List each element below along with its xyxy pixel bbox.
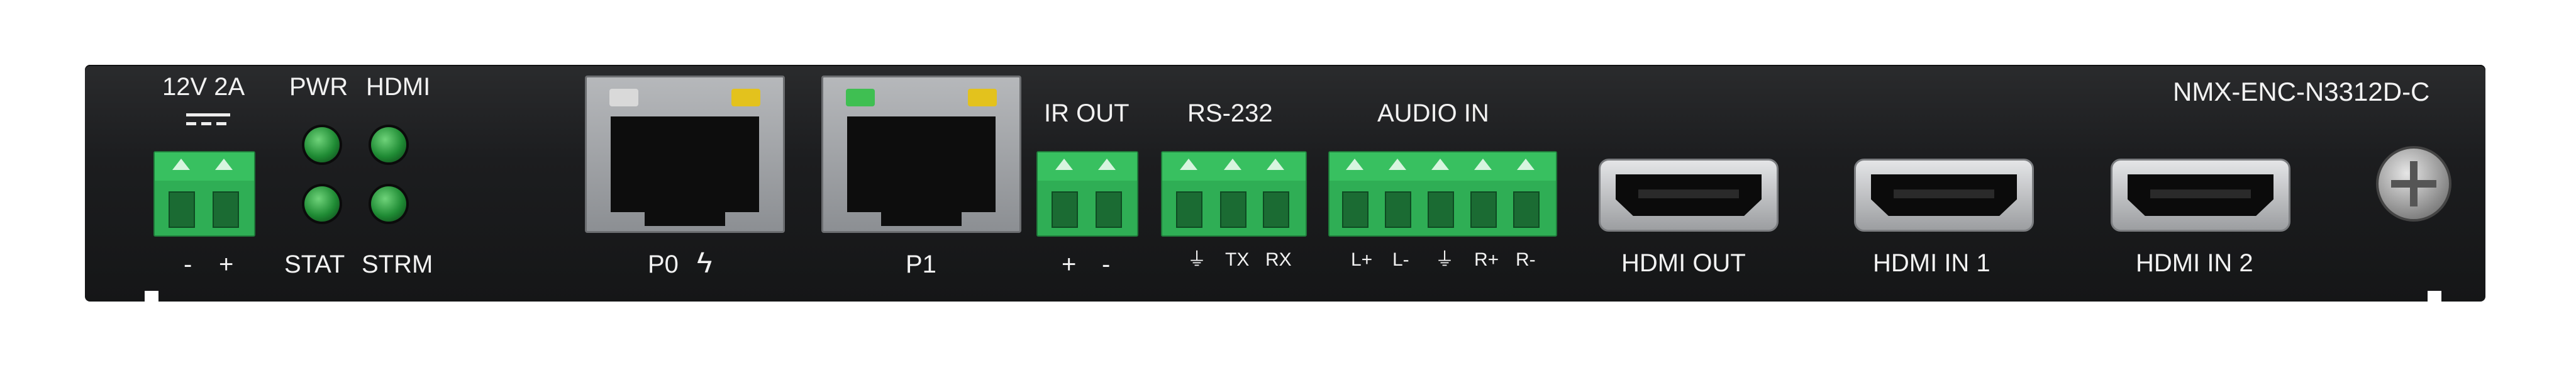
rs232-rx-label: RX: [1265, 249, 1292, 270]
p1-label: P1: [906, 251, 936, 278]
dc-symbol-dash: [186, 122, 230, 125]
p1-ethernet-port[interactable]: [821, 76, 1021, 233]
hdmi-in-2-label: HDMI IN 2: [2136, 249, 2253, 277]
audio-rminus-label: R-: [1516, 249, 1536, 270]
panel-notch-right: [2428, 291, 2441, 305]
audio-lminus-label: L-: [1392, 249, 1409, 270]
strm-led: [371, 186, 406, 222]
stat-led-label: STAT: [284, 251, 345, 278]
audio-in-terminal-block[interactable]: [1328, 151, 1557, 237]
stat-led: [304, 186, 340, 222]
audio-ground-label: ⏚: [1435, 249, 1454, 270]
hdmi-in-1-label: HDMI IN 1: [1873, 249, 1990, 277]
hdmi-out-label: HDMI OUT: [1621, 249, 1746, 277]
rs232-terminal-block[interactable]: [1161, 151, 1307, 237]
poe-lightning-icon: ϟ: [697, 246, 713, 279]
p0-label: P0: [648, 251, 679, 278]
pwr-led-label: PWR: [289, 73, 348, 101]
strm-led-label: STRM: [362, 251, 433, 278]
power-plus-label: +: [219, 251, 234, 278]
rs232-label: RS-232: [1187, 99, 1273, 127]
panel-notch-left: [145, 291, 158, 305]
hdmi-out-port[interactable]: [1599, 159, 1779, 232]
dc-symbol-line: [186, 113, 230, 116]
audio-lplus-label: L+: [1351, 249, 1373, 270]
audio-rplus-label: R+: [1474, 249, 1499, 270]
hdmi-led-label: HDMI: [366, 73, 431, 101]
power-minus-label: -: [184, 251, 192, 278]
hdmi-led: [371, 127, 406, 162]
ir-out-terminal-block[interactable]: [1036, 151, 1138, 237]
rs232-tx-label: TX: [1225, 249, 1250, 270]
ir-minus-label: -: [1102, 251, 1111, 278]
hdmi-in-1-port[interactable]: [1854, 159, 2034, 232]
rs232-ground-label: ⏚: [1187, 249, 1206, 270]
ground-screw-icon: [2376, 146, 2451, 222]
pwr-led: [304, 127, 340, 162]
power-label: 12V 2A: [162, 73, 245, 101]
hdmi-in-2-port[interactable]: [2111, 159, 2290, 232]
p0-ethernet-port[interactable]: [585, 76, 785, 233]
power-terminal-block[interactable]: [153, 151, 255, 237]
model-label: NMX-ENC-N3312D-C: [2173, 77, 2430, 106]
ir-out-label: IR OUT: [1044, 99, 1130, 127]
ir-plus-label: +: [1062, 251, 1077, 278]
audio-in-label: AUDIO IN: [1377, 99, 1489, 127]
